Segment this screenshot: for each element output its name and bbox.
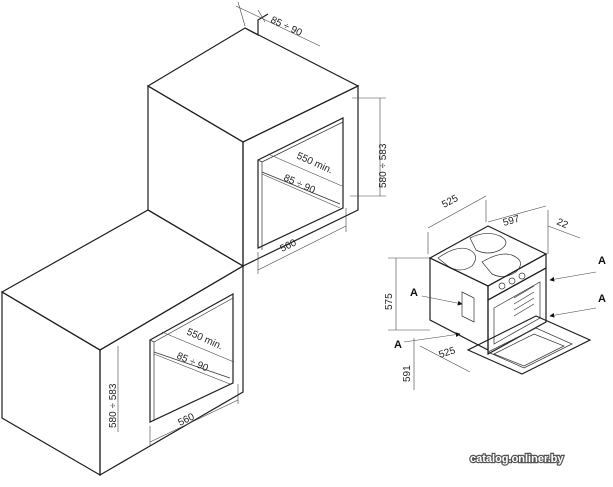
watermark-text: catalog.onliner.by [470,453,564,465]
label-a-right-upper: A [598,255,606,267]
dim-oven-offset: 22 [555,217,570,232]
dim-h-upper: 580 ÷ 583 [378,143,389,188]
dim-door-depth: 525 [438,345,458,361]
dim-oven-height: 575 [384,293,395,310]
dim-gap-upper: 85 ÷ 90 [282,173,317,197]
dim-depth-lower: 550 min. [185,327,225,353]
label-a-left-lower: A [394,339,402,351]
dim-oven-depth: 525 [440,193,460,211]
label-pointers: A A A A [394,255,606,351]
dimensions-lower: 580 ÷ 583 550 min. 85 ÷ 90 560 [108,327,239,446]
dim-gap-lower: 85 ÷ 90 [175,351,210,375]
upper-cabinet [146,13,360,268]
lower-cabinet [0,209,245,477]
dim-h-lower: 580 ÷ 583 [108,383,119,428]
dim-oven-width: 597 [502,214,521,229]
dimensions-upper: 85 ÷ 90 580 ÷ 583 550 min. 85 ÷ 90 560 [235,1,389,274]
dim-depth-upper: 550 min. [295,151,335,177]
label-a-right-lower: A [598,293,606,305]
dim-door-height: 591 [402,365,413,382]
dim-width-lower: 560 [176,411,196,428]
oven-unit [428,225,592,375]
label-a-left-upper: A [410,287,418,299]
watermark: catalog.onliner.by [469,452,566,466]
dim-gap-top: 85 ÷ 90 [269,15,304,39]
